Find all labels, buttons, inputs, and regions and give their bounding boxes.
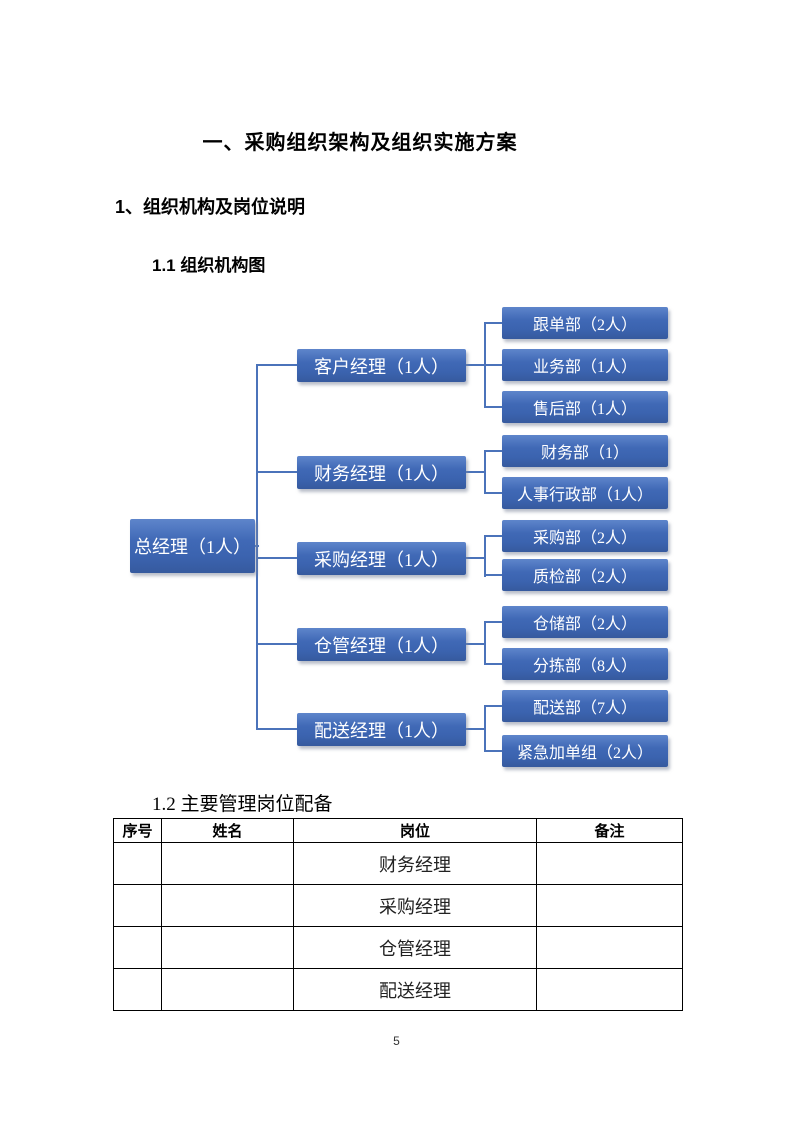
connector-line: [485, 705, 502, 707]
org-node-root: 总经理（1人）: [130, 519, 255, 573]
connector-line: [484, 705, 486, 752]
table-cell-seq: [113, 884, 162, 927]
table-cell-position: 财务经理: [293, 842, 537, 885]
org-node-department: 财务部（1）: [502, 435, 668, 467]
connector-line: [466, 643, 486, 645]
connector-line: [484, 621, 486, 665]
table-cell-note: [536, 884, 683, 927]
org-node-department: 采购部（2人）: [502, 520, 668, 552]
org-node-department: 业务部（1人）: [502, 349, 668, 381]
table-header-cell: 姓名: [161, 818, 294, 843]
connector-line: [256, 364, 258, 730]
connector-line: [485, 663, 502, 665]
connector-line: [466, 471, 486, 473]
connector-line: [485, 322, 502, 324]
connector-line: [485, 492, 502, 494]
table-cell-name: [161, 842, 294, 885]
connector-line: [258, 471, 297, 473]
connector-line: [485, 450, 502, 452]
table-cell-position: 采购经理: [293, 884, 537, 927]
org-node-manager: 采购经理（1人）: [297, 542, 466, 575]
table-cell-seq: [113, 926, 162, 969]
connector-line: [466, 557, 486, 559]
page-number: 5: [393, 1034, 400, 1048]
org-node-department: 跟单部（2人）: [502, 307, 668, 339]
connector-line: [466, 728, 486, 730]
table-cell-position: 配送经理: [293, 968, 537, 1011]
connector-line: [484, 450, 486, 494]
connector-line: [258, 557, 297, 559]
connector-line: [485, 621, 502, 623]
connector-line: [466, 364, 486, 366]
org-node-manager: 配送经理（1人）: [297, 713, 466, 746]
connector-line: [485, 406, 502, 408]
org-node-manager: 财务经理（1人）: [297, 456, 466, 489]
table-row: 财务经理: [113, 842, 683, 885]
org-node-department: 售后部（1人）: [502, 391, 668, 423]
table-cell-note: [536, 968, 683, 1011]
table-row: 配送经理: [113, 968, 683, 1011]
staffing-table: 序号 姓名 岗位 备注 财务经理 采购经理 仓管经理 配送经理: [113, 818, 683, 1011]
connector-line: [258, 728, 297, 730]
table-cell-position: 仓管经理: [293, 926, 537, 969]
table-header-cell: 序号: [113, 818, 162, 843]
org-node-department: 紧急加单组（2人）: [502, 735, 668, 767]
table-cell-name: [161, 926, 294, 969]
connector-line: [258, 643, 297, 645]
document-title: 一、采购组织架构及组织实施方案: [202, 132, 518, 154]
table-header-cell: 备注: [536, 818, 683, 843]
org-node-manager: 客户经理（1人）: [297, 349, 466, 382]
table-header-cell: 岗位: [293, 818, 537, 843]
org-node-department: 质检部（2人）: [502, 559, 668, 591]
org-node-department: 分拣部（8人）: [502, 648, 668, 680]
org-node-department: 仓储部（2人）: [502, 606, 668, 638]
table-row: 采购经理: [113, 884, 683, 927]
table-header-row: 序号 姓名 岗位 备注: [113, 818, 683, 843]
org-node-manager: 仓管经理（1人）: [297, 628, 466, 661]
section-heading-1-2: 1.2 主要管理岗位配备: [152, 794, 333, 815]
connector-line: [485, 574, 502, 576]
org-node-department: 配送部（7人）: [502, 690, 668, 722]
table-cell-note: [536, 842, 683, 885]
table-cell-name: [161, 968, 294, 1011]
section-heading-1: 1、组织机构及岗位说明: [115, 197, 306, 217]
connector-line: [485, 535, 502, 537]
table-cell-seq: [113, 968, 162, 1011]
connector-line: [484, 535, 486, 577]
table-cell-seq: [113, 842, 162, 885]
connector-line: [258, 364, 297, 366]
section-heading-1-1: 1.1 组织机构图: [152, 256, 266, 275]
table-cell-note: [536, 926, 683, 969]
table-row: 仓管经理: [113, 926, 683, 969]
connector-line: [485, 364, 502, 366]
org-node-department: 人事行政部（1人）: [502, 477, 668, 509]
table-cell-name: [161, 884, 294, 927]
connector-line: [485, 750, 502, 752]
